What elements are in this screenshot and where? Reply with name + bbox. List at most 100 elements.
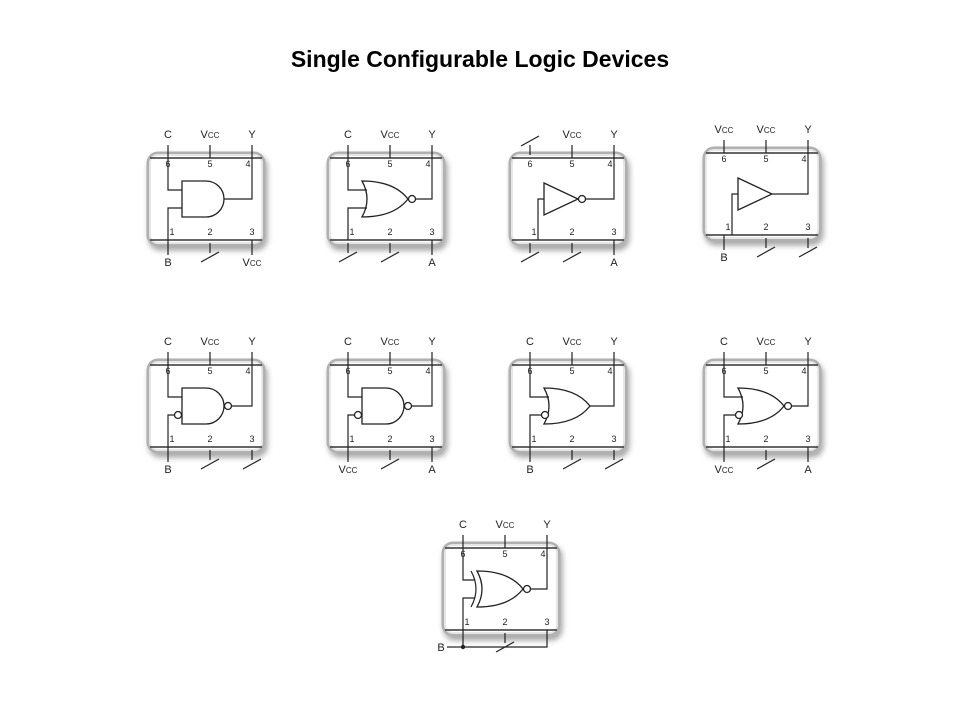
input-bubble-icon (353, 410, 363, 420)
pin-label: A (804, 464, 812, 476)
pin-label: C (344, 336, 352, 348)
ground-icon (380, 251, 400, 263)
ground-icon (562, 251, 582, 263)
pin-number: 5 (569, 159, 574, 169)
ground-icon (200, 251, 220, 263)
pin-number: 4 (245, 366, 250, 376)
pin-number: 4 (801, 154, 806, 164)
pin-number: 1 (464, 617, 469, 627)
pin-number: 5 (763, 154, 768, 164)
input-wire-b (723, 414, 735, 447)
output-wire (412, 365, 433, 407)
pin-number: 5 (387, 366, 392, 376)
output-bubble-icon (403, 401, 413, 411)
vcc-pin-label: VCC (380, 336, 400, 348)
ground-icon (756, 246, 776, 258)
output-bubble-icon (522, 584, 532, 594)
input-wire-b (529, 414, 541, 447)
input-wire-b (167, 414, 174, 447)
ground-icon (520, 135, 540, 147)
pin-label: C (526, 336, 534, 348)
pin-number: 1 (349, 227, 354, 237)
pin-number: 5 (207, 159, 212, 169)
input-wire-b (167, 207, 182, 240)
pin-number: 2 (569, 227, 574, 237)
pin-number: 1 (725, 434, 730, 444)
and-gate-icon (361, 387, 405, 425)
pin-number: 4 (245, 159, 250, 169)
pin-number: 5 (387, 159, 392, 169)
output-bubble-icon (577, 194, 587, 204)
vcc-pin-label: VCC (200, 336, 220, 348)
ground-icon (338, 251, 358, 263)
output-wire (531, 548, 548, 590)
pin-number: 4 (801, 366, 806, 376)
page-title: Single Configurable Logic Devices (290, 46, 670, 72)
pin-number: 2 (502, 617, 507, 627)
pin-number: 4 (540, 549, 545, 559)
pin-number: 2 (207, 434, 212, 444)
input-bubble-icon (173, 410, 183, 420)
pin-number: 3 (249, 434, 254, 444)
pin-number: 5 (207, 366, 212, 376)
vcc-pin-label: VCC (380, 129, 400, 141)
vcc-pin-label: VCC (714, 464, 734, 476)
pin-number: 2 (207, 227, 212, 237)
pin-label: B (720, 252, 728, 264)
pin-label: C (164, 336, 172, 348)
ground-icon (756, 458, 776, 470)
pin-label: B (437, 642, 445, 654)
pin-label: C (720, 336, 728, 348)
pin-number: 1 (725, 222, 730, 232)
pin-label: Y (248, 336, 256, 348)
pin-label: A (428, 464, 436, 476)
input-wire-c (167, 158, 182, 191)
pin-label: A (428, 257, 436, 269)
output-wire (792, 365, 809, 407)
pin-number: 3 (611, 434, 616, 444)
and-gate-icon (181, 387, 225, 425)
pin-number: 1 (531, 434, 536, 444)
output-bubble-icon (223, 401, 233, 411)
pin-number: 1 (169, 434, 174, 444)
pin-number: 4 (425, 159, 430, 169)
xor-input-curve (470, 570, 477, 608)
pin-label: B (526, 464, 534, 476)
output-wire (772, 153, 809, 195)
pin-number: 3 (805, 222, 810, 232)
pin-number: 2 (763, 222, 768, 232)
input-wire-b (462, 597, 475, 630)
vcc-pin-label: VCC (756, 124, 776, 136)
pin-number: 2 (763, 434, 768, 444)
input-wire (537, 198, 544, 240)
pin-label: C (344, 129, 352, 141)
ground-icon (520, 251, 540, 263)
pin-number: 6 (721, 154, 726, 164)
pin-label: Y (428, 129, 436, 141)
pin-number: 2 (387, 434, 392, 444)
pin-number: 3 (544, 617, 549, 627)
device-4: 6 5 4 1 2 3 (702, 140, 822, 258)
junction-dot (460, 644, 466, 650)
pin-number: 3 (429, 434, 434, 444)
pin-label: Y (610, 336, 618, 348)
or-gate-icon (736, 387, 785, 425)
vcc-pin-label: VCC (200, 129, 220, 141)
pin-label: B (164, 257, 172, 269)
pin-number: 2 (569, 434, 574, 444)
pin-number: 6 (527, 159, 532, 169)
output-wire (224, 158, 253, 200)
input-wire-c (723, 365, 743, 398)
pin-number: 4 (425, 366, 430, 376)
pin-label: B (164, 464, 172, 476)
pin-label: Y (248, 129, 256, 141)
pin-number: 1 (169, 227, 174, 237)
input-wire-c (462, 548, 475, 581)
and-gate-icon (181, 180, 225, 218)
pin-number: 4 (607, 159, 612, 169)
